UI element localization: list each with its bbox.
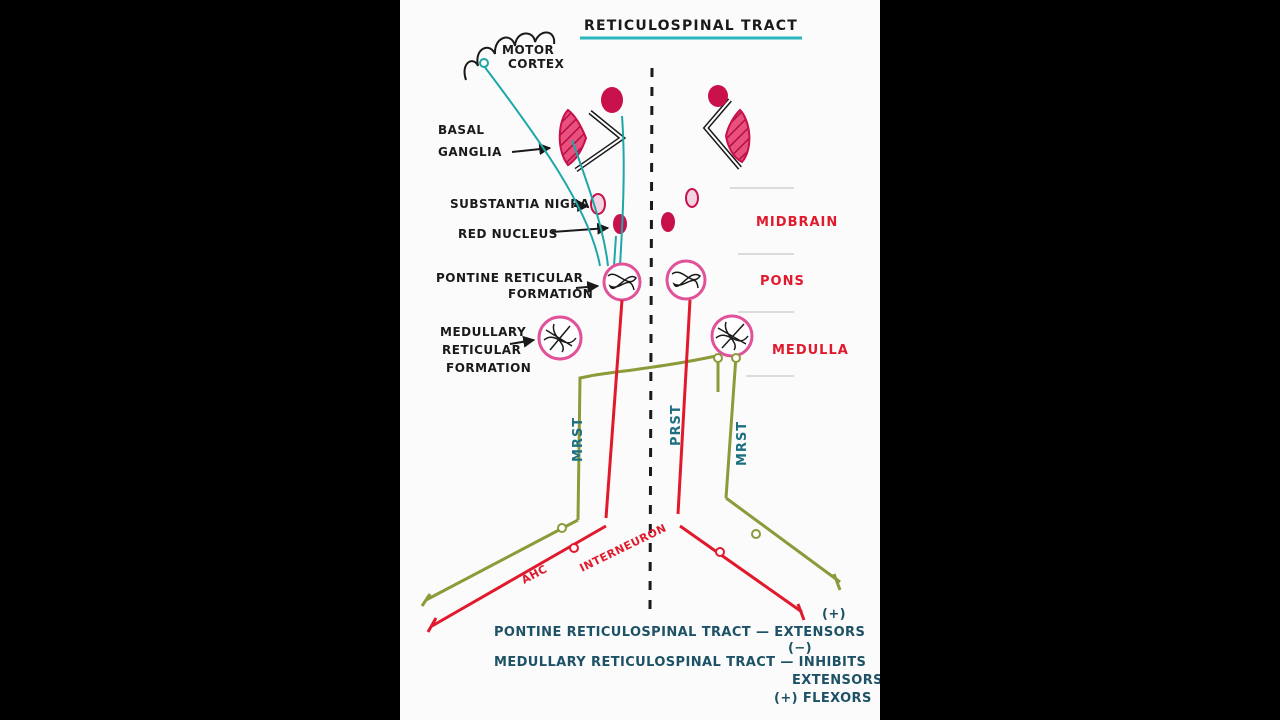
medullary-rf-left-scribble: [543, 323, 577, 353]
motor-cortex-neuron: [479, 58, 489, 68]
olive-synapse-top-r: [731, 353, 741, 363]
red-nucleus-left: [613, 214, 627, 234]
olive-end-right: [832, 573, 842, 591]
footer-pontine-line: PONTINE RETICULOSPINAL TRACT — EXTENSORS: [494, 625, 865, 640]
basal-ganglia-right-capsule-inner: [704, 99, 741, 169]
motor-cortex-outline: [463, 31, 556, 81]
red-nucleus-label: RED NUCLEUS: [458, 227, 558, 241]
teal-fiber-red: [613, 235, 617, 267]
red-synapse-left: [569, 543, 579, 553]
tract-label-prst: PRST: [669, 404, 684, 446]
olive-end-left: [420, 593, 432, 607]
basal-ganglia-left-putamen: [558, 108, 588, 167]
olive-synapse-top-l: [713, 353, 723, 363]
basal-ganglia-left-capsule-inner: [575, 111, 624, 171]
red-branch-right: [679, 524, 803, 614]
red-tract-right: [676, 299, 692, 515]
olive-tract-right: [724, 355, 738, 499]
basal-ganglia-label-1: BASAL: [438, 123, 485, 137]
footer-medullary-minus: (−): [788, 641, 812, 656]
footer-extensors: EXTENSORS: [792, 673, 880, 688]
red-end-right: [796, 603, 806, 621]
substantia-nigra-label: SUBSTANTIA NIGRA: [450, 197, 590, 211]
teal-fiber-basal: [571, 139, 609, 267]
red-branch-left: [431, 524, 607, 628]
tract-label-mrst-right: MRST: [735, 421, 750, 466]
basal-ganglia-right-putamen: [724, 108, 751, 164]
olive-branch-right: [725, 496, 841, 584]
red-tract-left: [604, 299, 624, 519]
olive-synapse-left: [557, 523, 567, 533]
medullary-rf-label-2: RETICULAR: [442, 343, 521, 357]
basal-ganglia-right-caudate: [708, 85, 728, 107]
region-midbrain: MIDBRAIN: [756, 215, 838, 230]
medullary-rf-right-scribble: [715, 321, 749, 351]
teal-fiber-cortex: [483, 65, 601, 267]
red-nucleus-right: [661, 212, 675, 232]
diagram-title: RETICULOSPINAL TRACT: [584, 18, 798, 34]
pontine-rf-arrow: [575, 281, 600, 293]
basal-ganglia-left-caudate: [601, 87, 623, 113]
medullary-rf-label-1: MEDULLARY: [440, 325, 526, 339]
pontine-rf-label-2: FORMATION: [508, 287, 593, 301]
pontine-rf-left-scribble: [607, 273, 637, 291]
pontine-rf-label-1: PONTINE RETICULAR: [436, 271, 583, 285]
region-pons: PONS: [760, 274, 805, 289]
region-medulla: MEDULLA: [772, 343, 849, 358]
midline: [648, 67, 654, 611]
olive-branch-left: [425, 518, 579, 602]
medullary-rf-label-3: FORMATION: [446, 361, 531, 375]
substantia-nigra-right: [685, 188, 699, 208]
motor-cortex-label-1: MOTOR: [502, 43, 554, 57]
tract-label-mrst-left: MRST: [571, 417, 586, 462]
medullary-rf-arrow: [509, 335, 536, 348]
pontine-rf-right-scribble: [671, 271, 702, 289]
olive-tract-crossing: [576, 354, 717, 521]
red-end-left: [426, 617, 438, 633]
olive-synapse-right: [751, 529, 761, 539]
motor-cortex-label-2: CORTEX: [508, 57, 565, 71]
red-synapse-right: [715, 547, 725, 557]
footer-pontine-plus: (+): [822, 607, 846, 622]
red-nucleus-arrow: [551, 222, 610, 235]
reticulospinal-diagram: RETICULOSPINAL TRACT MOTOR CORTEX BASAL …: [420, 18, 880, 706]
teal-fiber-caudate: [619, 115, 625, 267]
diagram-paper: RETICULOSPINAL TRACT MOTOR CORTEX BASAL …: [400, 0, 880, 720]
footer-medullary-line: MEDULLARY RETICULOSPINAL TRACT — INHIBIT…: [494, 655, 866, 670]
tract-label-interneuron: INTERNEURON: [578, 521, 669, 574]
basal-ganglia-label-2: GANGLIA: [438, 145, 502, 159]
footer-flexors: (+) FLEXORS: [774, 691, 872, 706]
